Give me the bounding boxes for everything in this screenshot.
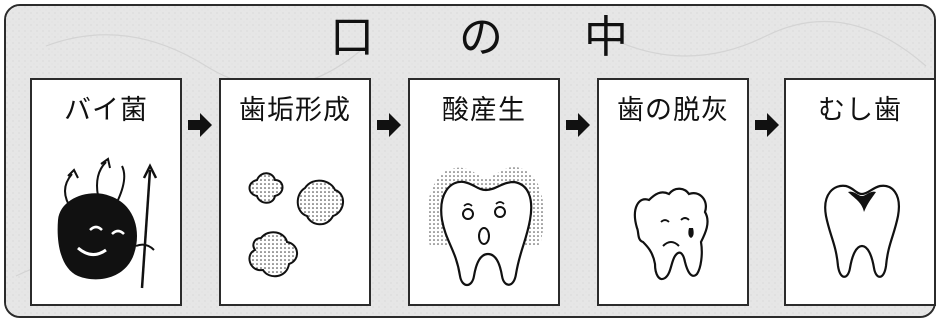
step-card-plaque: 歯垢形成 xyxy=(219,78,371,306)
step-card-acid: 酸産生 xyxy=(408,78,560,306)
title-char-no: の xyxy=(459,12,503,63)
step-card-germ: バイ菌 xyxy=(30,78,182,306)
step-label: むし歯 xyxy=(818,95,902,126)
plaque-icon xyxy=(248,172,344,278)
arrow-right-icon xyxy=(188,113,212,137)
step-card-demineralization: 歯の脱灰 xyxy=(597,78,749,306)
title-char-naka: 中 xyxy=(584,12,628,63)
demineralized-tooth-icon xyxy=(633,187,709,281)
step-label: 歯の脱灰 xyxy=(617,95,729,126)
cavity-tooth-icon xyxy=(824,184,900,278)
step-label: 歯垢形成 xyxy=(239,95,351,126)
step-card-cavity: むし歯 xyxy=(784,78,936,306)
step-label: バイ菌 xyxy=(64,95,148,126)
germ-icon xyxy=(57,157,158,289)
acid-tooth-icon xyxy=(427,167,544,287)
arrow-right-icon xyxy=(755,113,779,137)
arrow-right-icon xyxy=(566,113,590,137)
title-char-mouth: 口 xyxy=(330,12,374,63)
step-label: 酸産生 xyxy=(442,95,526,126)
arrow-right-icon xyxy=(377,113,401,137)
